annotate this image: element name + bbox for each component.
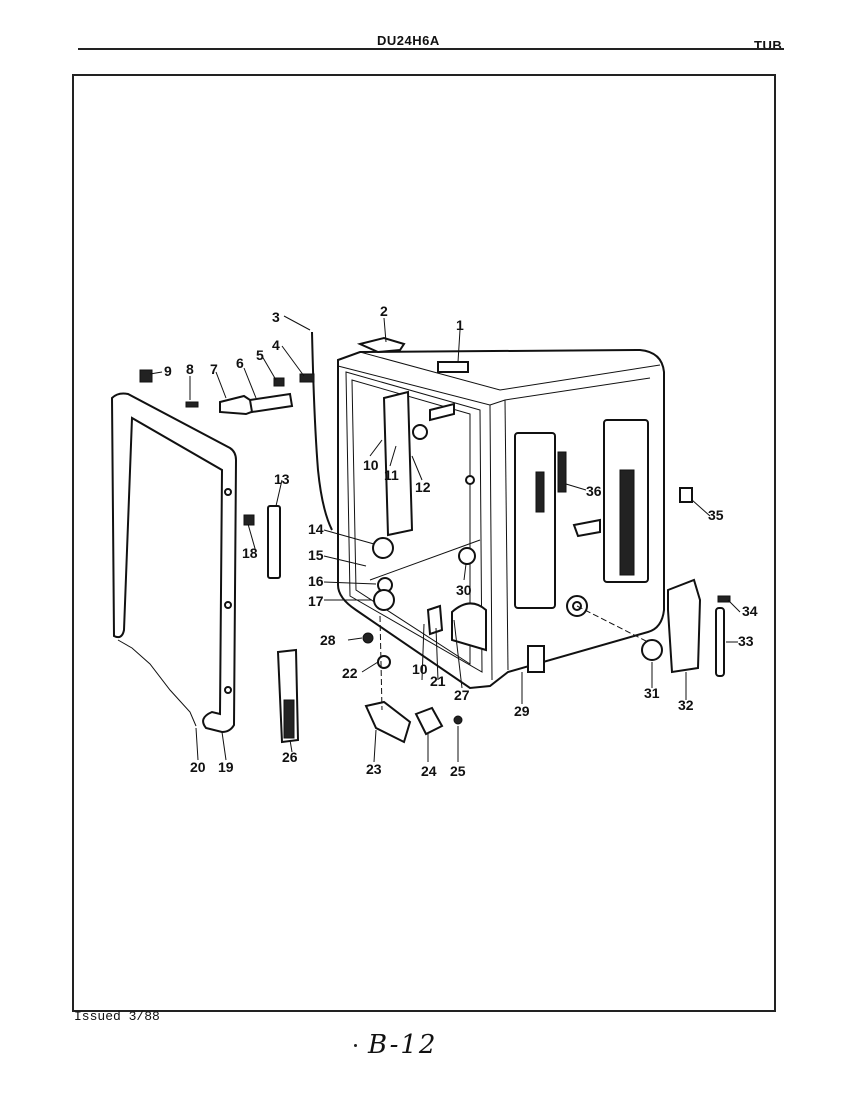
callout-8: 8 [186, 361, 194, 377]
callout-11: 11 [384, 467, 399, 483]
callout-12: 12 [415, 479, 431, 495]
part-17 [373, 589, 395, 611]
part-5 [273, 377, 285, 387]
part-24 [414, 706, 444, 736]
part-28 [362, 632, 374, 644]
callout-5: 5 [256, 347, 264, 363]
callout-2: 2 [380, 303, 388, 319]
part-13 [267, 505, 281, 579]
part-25 [453, 715, 463, 725]
part-22 [377, 655, 391, 669]
part-18 [243, 514, 255, 526]
callout-27: 27 [454, 687, 470, 703]
callout-labels: 1 2 3 4 5 6 7 8 9 10 11 12 13 14 15 16 1… [164, 303, 758, 779]
part-6 [248, 392, 294, 414]
callout-34: 34 [742, 603, 758, 619]
callout-9: 9 [164, 363, 172, 379]
part-35 [679, 487, 693, 503]
callout-35: 35 [708, 507, 724, 523]
callout-20: 20 [190, 759, 206, 775]
callout-7: 7 [210, 361, 218, 377]
part-23 [364, 700, 412, 744]
part-32 [667, 578, 702, 674]
model-number: DU24H6A [377, 33, 440, 48]
callout-22: 22 [342, 665, 358, 681]
callout-4: 4 [272, 337, 280, 353]
leader-lines [149, 315, 741, 763]
page-reference: B-12 [368, 1030, 438, 1060]
issued-date: Issued 3/88 [74, 1009, 160, 1024]
callout-18: 18 [242, 545, 258, 561]
part-8 [185, 401, 199, 408]
hose-clamp [299, 373, 315, 383]
callout-26: 26 [282, 749, 298, 765]
part-14 [372, 537, 394, 559]
part-9 [139, 369, 153, 383]
header-rule [78, 48, 784, 50]
part-34 [717, 595, 731, 603]
callout-10-upper: 10 [363, 457, 379, 473]
callout-23: 23 [366, 761, 382, 777]
callout-10-lower: 10 [412, 661, 428, 677]
fill-hose [311, 331, 333, 531]
callout-19: 19 [218, 759, 234, 775]
part-26-spring [283, 699, 295, 739]
callout-29: 29 [514, 703, 530, 719]
page-ref-dot [354, 1044, 357, 1047]
callout-30: 30 [456, 582, 472, 598]
callout-16: 16 [308, 573, 324, 589]
part-33 [715, 607, 725, 677]
tub-body [337, 348, 665, 690]
callout-15: 15 [308, 547, 324, 563]
callout-33: 33 [738, 633, 754, 649]
callout-25: 25 [450, 763, 466, 779]
door-gasket [110, 392, 238, 734]
callout-21: 21 [430, 673, 446, 689]
callout-6: 6 [236, 355, 244, 371]
part-2 [356, 336, 406, 354]
callout-17: 17 [308, 593, 324, 609]
callout-32: 32 [678, 697, 694, 713]
callout-24: 24 [421, 763, 437, 779]
callout-36: 36 [586, 483, 602, 499]
callout-13: 13 [274, 471, 290, 487]
callout-1: 1 [456, 317, 464, 333]
callout-28: 28 [320, 632, 336, 648]
callout-14: 14 [308, 521, 324, 537]
part-21 [426, 604, 444, 636]
diagram-frame [72, 74, 776, 1012]
callout-3: 3 [272, 309, 280, 325]
callout-31: 31 [644, 685, 660, 701]
part-31 [641, 639, 663, 661]
